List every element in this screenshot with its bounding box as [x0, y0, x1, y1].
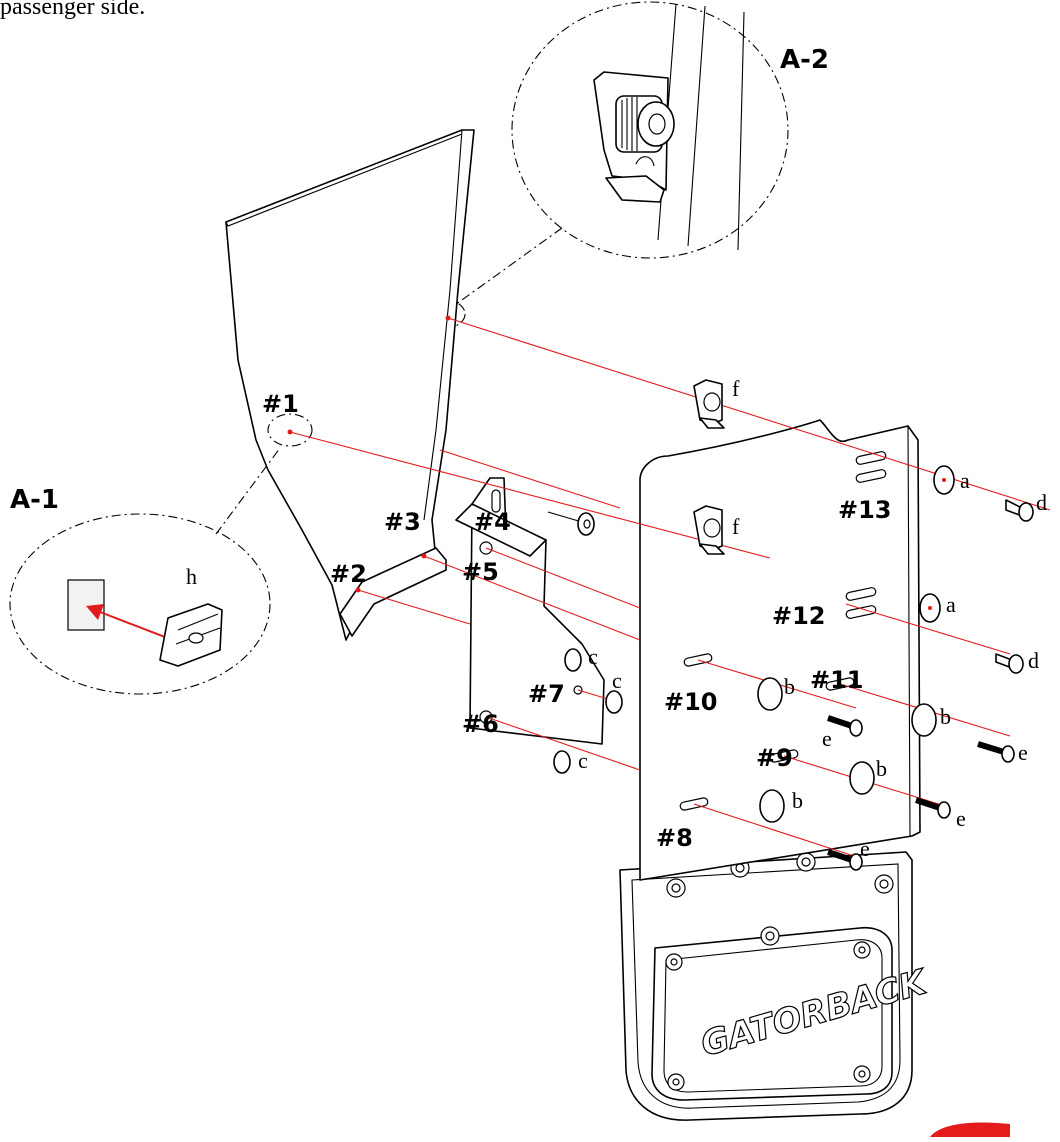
- a2-panel-edge-3: [737, 11, 745, 251]
- flare-top-edge: [225, 133, 463, 227]
- letter-e-8: e: [860, 836, 870, 861]
- detail-a1: [9, 413, 313, 695]
- letter-c-5: c: [588, 644, 598, 669]
- a2-clip-curve: [635, 156, 655, 167]
- line-3: [423, 555, 641, 641]
- a1-clip-hole: [188, 632, 204, 644]
- detail-a1-circle: [9, 513, 271, 695]
- labels: A-2 A-1 #1 #2 #3 #4 #5 #6 #7 #8 #9 #10 #…: [10, 45, 1047, 861]
- letter-h: h: [186, 564, 197, 589]
- letter-e-11: e: [1018, 740, 1028, 765]
- clip-f-lower: [693, 505, 725, 555]
- detail-a2-circle: [511, 1, 789, 259]
- screw-e-9: [915, 797, 951, 819]
- clip-f-upper: [693, 379, 725, 429]
- label-hole-4: #4: [474, 508, 511, 536]
- letter-a-lower: a: [946, 592, 956, 617]
- label-a1: A-1: [10, 485, 59, 515]
- a1-arrow-head: [86, 604, 104, 620]
- washer-b-8: [759, 789, 785, 823]
- mud-flap: GATORBACK: [619, 810, 933, 1121]
- letter-b-9: b: [876, 756, 887, 781]
- letter-e-10: e: [822, 726, 832, 751]
- caption-text: passenger side.: [0, 0, 146, 20]
- line-8: [693, 803, 861, 859]
- plate-slots: [679, 451, 887, 811]
- screw-e-10: [827, 715, 863, 737]
- letter-d-lower: d: [1028, 648, 1039, 673]
- letter-f-upper: f: [732, 376, 740, 401]
- corner-logo-mark: [930, 1122, 1010, 1137]
- screw-4: [547, 511, 595, 536]
- label-hole-6: #6: [462, 710, 499, 738]
- label-hole-3: #3: [384, 508, 421, 536]
- a2-panel-edge-2: [687, 5, 706, 247]
- a2-nut-hole: [648, 113, 666, 135]
- label-hole-5: #5: [462, 558, 499, 586]
- label-hole-10: #10: [664, 688, 718, 716]
- screw-e-8: [827, 849, 863, 871]
- bracket-flange: [455, 503, 547, 557]
- detail-a2-leader: [454, 227, 563, 306]
- letter-c-6: c: [578, 748, 588, 773]
- washer-b-9: [849, 761, 875, 795]
- dot-1: [287, 429, 293, 435]
- dot-3: [421, 553, 427, 559]
- washer-b-10: [757, 677, 783, 711]
- hardware: [547, 379, 1034, 871]
- bolt-d-upper: [1005, 499, 1034, 522]
- label-hole-9: #9: [756, 744, 793, 772]
- screw-e-11: [977, 741, 1015, 763]
- label-hole-7: #7: [528, 680, 565, 708]
- dot-2: [355, 587, 361, 593]
- dot-a2: [445, 315, 451, 321]
- plate-side-edge: [907, 425, 911, 837]
- letter-a-upper: a: [960, 468, 970, 493]
- letter-e-9: e: [956, 806, 966, 831]
- mudflap-inner-rim: [631, 863, 901, 1109]
- letter-b-8: b: [792, 788, 803, 813]
- washer-b-11: [911, 703, 937, 737]
- letter-c-7: c: [612, 668, 622, 693]
- mudflap-plate-recess: [651, 926, 893, 1101]
- detail-a1-leader: [215, 447, 281, 535]
- line-5: [485, 547, 641, 609]
- label-hole-2: #2: [330, 560, 367, 588]
- line-extra: [439, 449, 621, 509]
- letter-d-upper: d: [1036, 490, 1047, 515]
- bracket-outline: [469, 477, 605, 745]
- line-6: [485, 716, 641, 771]
- line-12: [845, 603, 1011, 655]
- washer-c-7: [605, 690, 623, 714]
- bracket-slot-4: [491, 489, 501, 513]
- label-hole-8: #8: [656, 824, 693, 852]
- letter-f-lower: f: [732, 514, 740, 539]
- label-a2: A-2: [780, 45, 829, 75]
- label-hole-12: #12: [772, 602, 826, 630]
- detail-a2: [424, 1, 789, 329]
- washer-c-5: [564, 648, 582, 672]
- flare-inner-edge: [423, 129, 463, 521]
- washer-c-6: [553, 750, 571, 774]
- a2-clip-foot: [605, 175, 665, 203]
- line-1: [289, 431, 771, 559]
- label-hole-11: #11: [810, 666, 864, 694]
- letter-b-11: b: [940, 704, 951, 729]
- a1-arrow-shaft: [99, 611, 166, 638]
- detail-a1-target: [267, 413, 313, 447]
- a2-knurl-lines: [621, 97, 638, 151]
- bolt-d-lower: [995, 653, 1024, 674]
- label-hole-13: #13: [838, 496, 892, 524]
- label-hole-1: #1: [262, 390, 299, 418]
- line-2: [357, 589, 471, 625]
- bracket-plate: [455, 477, 605, 745]
- letter-b-10: b: [784, 674, 795, 699]
